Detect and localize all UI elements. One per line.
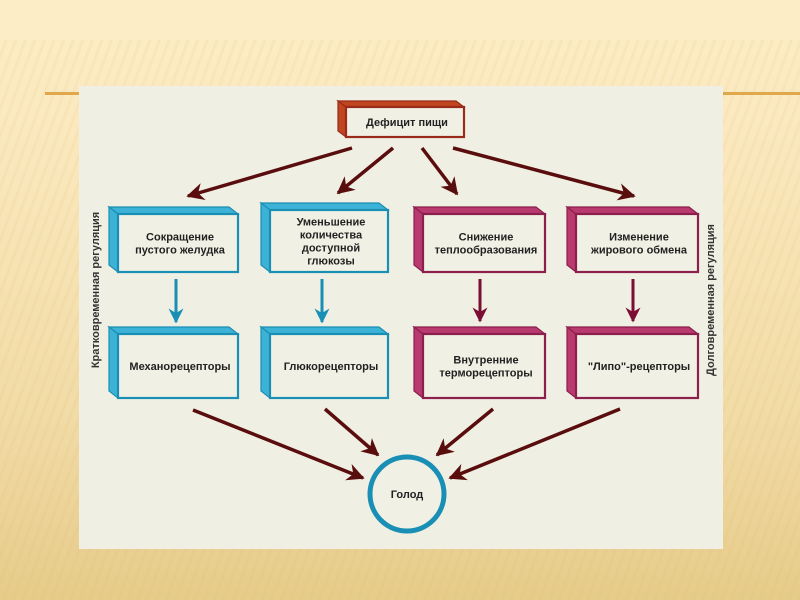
node-mechano: Механорецепторы [107,325,240,400]
edges [168,146,641,481]
node-label-line: Механорецепторы [129,361,230,373]
arrow-gluco-to-hunger [323,407,380,457]
box-front-face [268,332,390,400]
box-front-face [344,105,466,139]
box-left-face [566,325,577,400]
arrow-deficit-to-glucose [336,146,395,195]
box-left-face [413,325,424,400]
node-label-line: Изменение [609,232,669,244]
node-label-line: пустого желудка [135,245,226,257]
box-front-face [116,332,240,400]
box-left-face [566,205,577,274]
node-label-line: "Липо"-рецепторы [588,361,690,373]
arrow-deficit-to-fat [452,146,636,201]
box-left-face [413,205,424,274]
node-label-line: Глюкорецепторы [284,361,379,373]
node-label-line: глюкозы [307,256,355,268]
node-gluco: Глюкорецепторы [259,325,390,400]
title-rule-right [723,92,800,95]
box-left-face [260,201,271,274]
arrow-mechano-to-hunger [192,408,365,481]
box-left-face [108,205,119,274]
box-front-face [421,332,547,400]
arrow-deficit-to-heat [420,146,459,196]
box-front-face [574,332,700,400]
slide-top-band [0,0,800,40]
box-front-face [268,208,390,274]
node-label-line: Дефицит пищи [366,117,448,129]
node-label-line: терморецепторы [439,368,532,380]
node-label-line: количества [300,230,363,242]
short-term-regulation-label: Кратковременная регуляция [90,212,102,368]
box-left-face [337,99,347,139]
box-front-face [574,212,700,274]
arrow-thermo-to-hunger [435,407,495,457]
node-label-line: жирового обмена [590,245,688,257]
node-label-line: Сокращение [146,232,214,244]
node-label-line: Снижение [459,232,514,244]
box-front-face [116,212,240,274]
hunger-circle [367,454,447,534]
node-label-line: теплообразования [435,245,538,257]
node-deficit: Дефицит пищи [336,99,466,139]
box-left-face [108,325,119,400]
node-lipo: "Липо"-рецепторы [565,325,700,400]
box-front-face [421,212,547,274]
arrow-lipo-to-hunger [448,407,621,481]
node-hunger: Голод [367,454,447,534]
box-left-face [260,325,271,400]
title-rule-left [45,92,79,95]
hunger-label: Голод [391,489,424,501]
node-label-line: Внутренние [453,355,518,367]
node-label-line: доступной [302,243,360,255]
node-label-line: Уменьшение [297,217,366,229]
arrow-deficit-to-stomach [186,146,353,200]
long-term-regulation-label: Долговременная регуляция [705,224,717,376]
